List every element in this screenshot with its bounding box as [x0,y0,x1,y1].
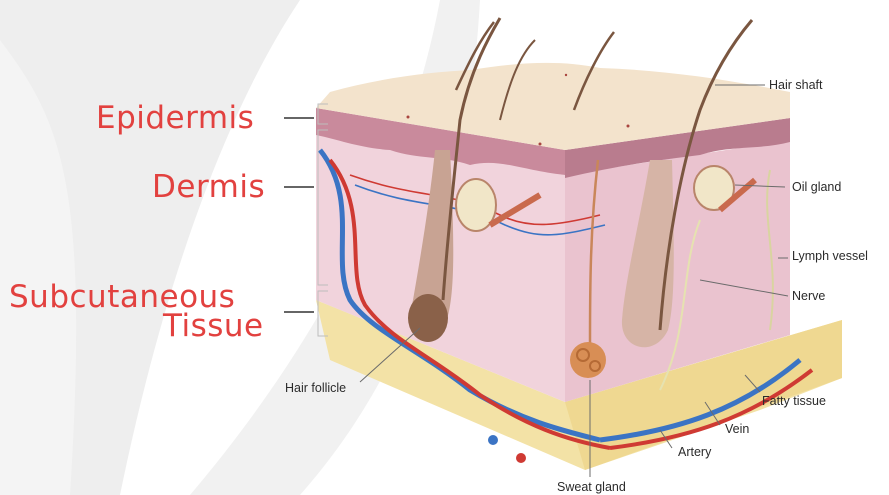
sweat-gland [570,342,606,378]
pore [565,74,567,76]
pore [407,116,410,119]
sweat-gland-callout: Sweat gland [557,481,626,494]
vein-end [488,435,498,445]
tissue-label: Tissue [163,311,264,342]
vein-callout: Vein [725,423,749,436]
pore [627,125,630,128]
hair-bulb [408,294,448,342]
artery-callout: Artery [678,446,711,459]
dermis-label: Dermis [152,172,265,203]
epidermis-label: Epidermis [96,103,254,134]
hair-shaft-callout: Hair shaft [769,79,823,92]
fatty-tissue-callout: Fatty tissue [762,395,826,408]
hair-follicle-callout: Hair follicle [285,382,346,395]
oil-gland-callout: Oil gland [792,181,841,194]
artery-end [516,453,526,463]
lymph-vessel-callout: Lymph vessel [792,250,868,263]
nerve-callout: Nerve [792,290,825,303]
pore [539,143,542,146]
